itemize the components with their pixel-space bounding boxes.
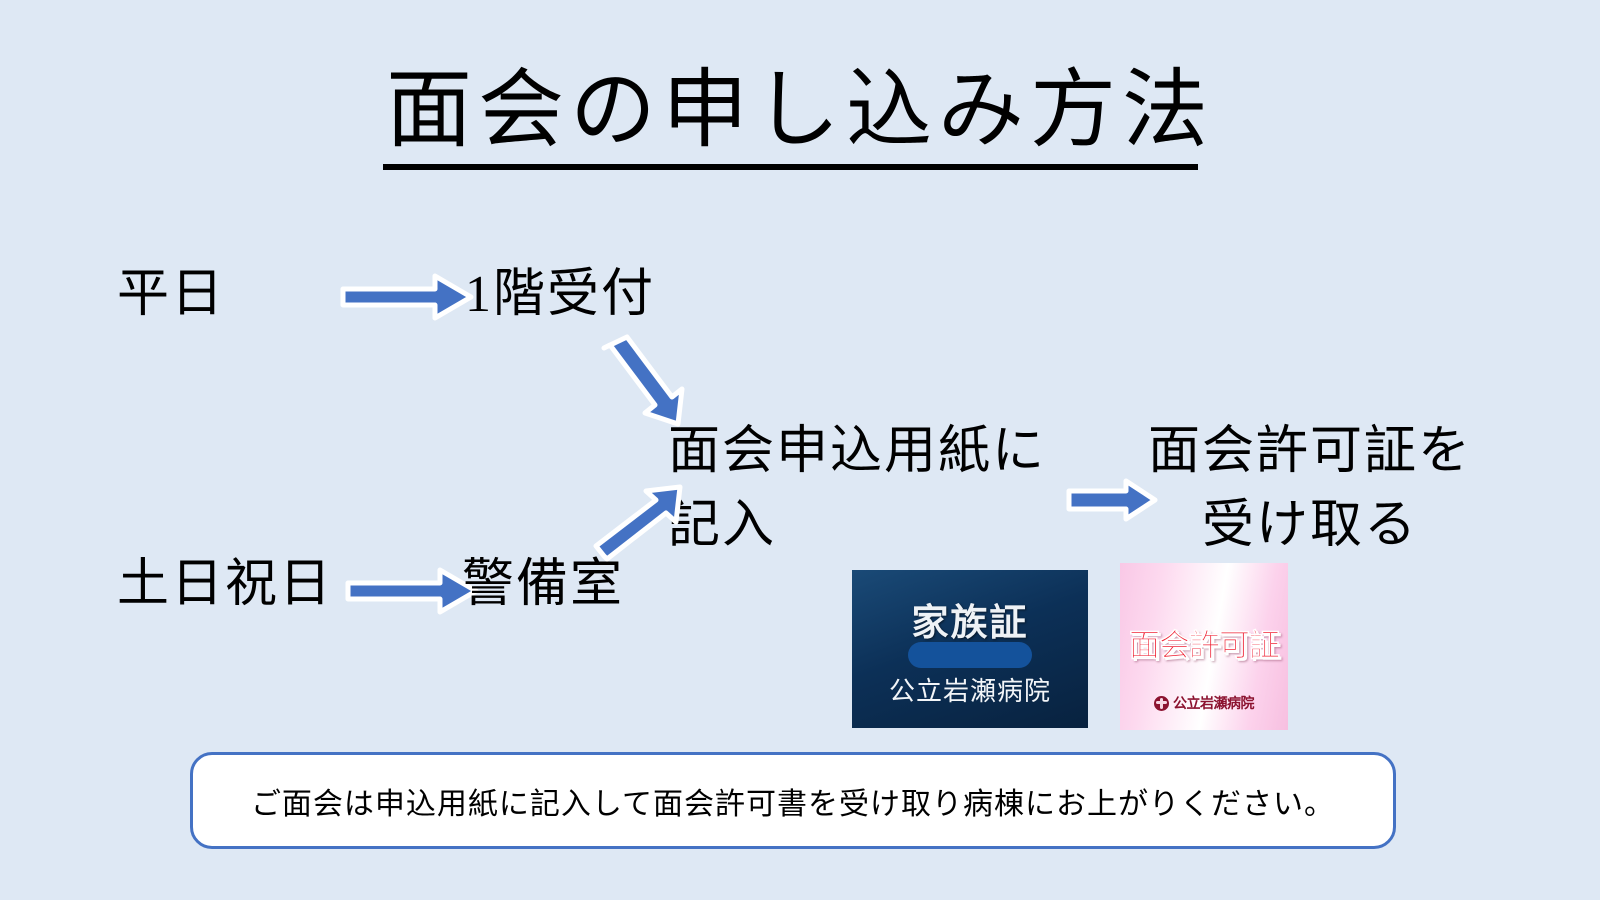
family-id-card-image: 家族証 公立岩瀬病院 <box>852 570 1088 728</box>
family-card-organization: 公立岩瀬病院 <box>888 676 1051 706</box>
hospital-logo-icon <box>1154 695 1169 711</box>
flow-label-fill-form: 面会申込用紙に 記入 <box>668 423 1047 554</box>
arrow-guard-to-form-icon <box>588 478 688 578</box>
note-box: ご面会は申込用紙に記入して面会許可書を受け取り病棟にお上がりください。 <box>190 752 1396 849</box>
flow-label-guard-room: 警備室 <box>462 556 625 613</box>
flow-label-weekday: 平日 <box>117 266 226 323</box>
flow-label-receive-permit: 面会許可証を 受け取る <box>1148 423 1473 554</box>
arrow-weekend-to-guard-icon <box>345 566 480 616</box>
arrow-weekday-to-reception-icon <box>340 272 475 322</box>
permit-card-title: 面会許可証 <box>1129 628 1281 664</box>
note-text: ご面会は申込用紙に記入して面会許可書を受け取り病棟にお上がりください。 <box>250 787 1336 821</box>
flow-label-weekend: 土日祝日 <box>117 556 334 613</box>
visit-permit-card-image: 面会許可証 公立岩瀬病院 <box>1120 563 1288 730</box>
flow-label-reception: 1階受付 <box>465 266 656 323</box>
arrow-form-to-permit-icon <box>1066 478 1158 522</box>
arrow-reception-to-form-icon <box>592 334 692 434</box>
permit-card-organization: 公立岩瀬病院 <box>1173 695 1255 711</box>
page-title: 面会の申し込み方法 <box>386 62 1214 158</box>
title-underline <box>383 164 1198 170</box>
permit-card-footer: 公立岩瀬病院 <box>1120 693 1288 713</box>
family-card-redaction-bar <box>908 642 1032 668</box>
family-card-title: 家族証 <box>911 602 1029 643</box>
